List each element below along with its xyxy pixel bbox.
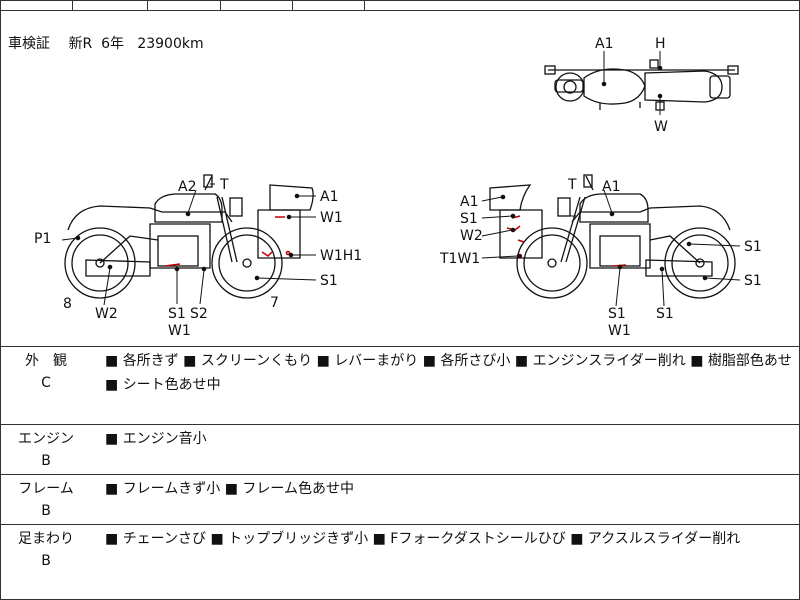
- section-frame-items: ■ フレームきず小 ■ フレーム色あせ中: [105, 477, 792, 501]
- left-label-a2: A2: [178, 179, 196, 195]
- list-item: スクリーンくもり: [200, 353, 313, 369]
- bullet: ■: [183, 353, 197, 369]
- right-label-t1w1: T1W1: [439, 251, 480, 267]
- bullet: ■: [690, 353, 704, 369]
- header-cell: [292, 0, 365, 10]
- section-exterior-grade: C: [41, 375, 51, 391]
- right-label-a1: A1: [460, 194, 478, 210]
- section-suspension-items: ■ チェーンさび ■ トップブリッジきず小 ■ Fフォークダストシールひび ■ …: [105, 527, 792, 551]
- list-item: エンジンスライダー削れ: [532, 353, 686, 369]
- bullet: ■: [105, 377, 119, 393]
- left-damage-marks: [164, 216, 291, 267]
- left-label-s1-bottom: S1: [168, 306, 186, 322]
- section-suspension-name: 足まわり: [18, 531, 74, 547]
- list-item: 樹脂部色あせ: [707, 353, 792, 369]
- top-view-motorcycle: [544, 59, 739, 111]
- section-engine: エンジン B ■ エンジン音小: [0, 424, 800, 475]
- right-label-s1: S1: [460, 211, 478, 227]
- bullet: ■: [105, 353, 119, 369]
- list-item: トップブリッジきず小: [228, 531, 369, 547]
- header-cell: [147, 0, 221, 10]
- right-label-s1-rear-upper: S1: [744, 239, 762, 255]
- left-label-8: 8: [63, 296, 72, 312]
- section-frame: フレーム B ■ フレームきず小 ■ フレーム色あせ中: [0, 474, 800, 525]
- left-label-w1: W1: [320, 210, 343, 226]
- left-label-p1: P1: [34, 231, 51, 247]
- right-side-leaders: [481, 189, 741, 307]
- right-label-w1-bottom: W1: [608, 323, 631, 339]
- bullet: ■: [105, 531, 119, 547]
- list-item: Fフォークダストシールひび: [390, 531, 566, 547]
- bullet: ■: [224, 481, 238, 497]
- section-exterior-name: 外 観: [25, 353, 67, 369]
- list-item: フレームきず小: [122, 481, 221, 497]
- left-side-motorcycle: [64, 174, 314, 299]
- list-item: シート色あせ中: [122, 377, 221, 393]
- top-label-h: H: [655, 36, 666, 52]
- list-item: エンジン音小: [122, 431, 207, 447]
- left-label-7: 7: [270, 295, 279, 311]
- list-item: フレーム色あせ中: [242, 481, 355, 497]
- right-label-s1-bottom: S1: [608, 306, 626, 322]
- left-label-w1h1: W1H1: [320, 248, 362, 264]
- motorcycle-diagrams-svg: A1 H W: [34, 36, 762, 339]
- list-item: 各所きず: [122, 353, 179, 369]
- bullet: ■: [105, 481, 119, 497]
- section-engine-grade: B: [41, 453, 51, 469]
- list-item: レバーまがり: [334, 353, 419, 369]
- left-label-w1-bottom: W1: [168, 323, 191, 339]
- left-label-w2: W2: [95, 306, 118, 322]
- header-cell: [220, 0, 293, 10]
- damage-diagram: A1 H W: [0, 10, 800, 346]
- bullet: ■: [316, 353, 330, 369]
- bullet: ■: [570, 531, 584, 547]
- left-label-a1: A1: [320, 189, 338, 205]
- registration-info: 車検証 新R 6年 23900km: [8, 36, 204, 52]
- header-cell: [72, 0, 148, 10]
- left-label-t: T: [219, 177, 229, 193]
- section-exterior-items: ■ 各所きず ■ スクリーンくもり ■ レバーまがり ■ 各所さび小 ■ エンジ…: [105, 349, 792, 397]
- list-item: 各所さび小: [440, 353, 511, 369]
- bullet: ■: [210, 531, 224, 547]
- bullet: ■: [514, 353, 529, 369]
- top-label-w: W: [654, 119, 668, 135]
- bullet: ■: [105, 431, 119, 447]
- top-view-leaders: [601, 51, 663, 115]
- list-item: チェーンさび: [122, 531, 206, 547]
- bullet: ■: [422, 353, 436, 369]
- header-cell: [364, 0, 800, 10]
- left-side-leaders: [61, 183, 317, 306]
- right-label-w2: W2: [460, 228, 483, 244]
- top-label-a1: A1: [595, 36, 613, 52]
- right-label-s1-rear-lower: S1: [744, 273, 762, 289]
- section-frame-grade: B: [41, 503, 51, 519]
- section-exterior: 外 観 C ■ 各所きず ■ スクリーンくもり ■ レバーまがり ■ 各所さび小…: [0, 346, 800, 425]
- section-frame-name: フレーム: [18, 481, 74, 497]
- section-engine-name: エンジン: [18, 431, 74, 447]
- section-engine-items: ■ エンジン音小: [105, 427, 792, 451]
- list-item: アクスルスライダー削れ: [587, 531, 741, 547]
- left-label-s1: S1: [320, 273, 338, 289]
- right-label-s1-exhaust: S1: [656, 306, 674, 322]
- section-suspension-grade: B: [41, 553, 51, 569]
- right-label-t: T: [567, 177, 577, 193]
- right-side-motorcycle: [489, 174, 736, 299]
- right-label-a1-top: A1: [602, 179, 620, 195]
- left-label-s2: S2: [190, 306, 208, 322]
- bullet: ■: [372, 531, 386, 547]
- section-suspension: 足まわり B ■ チェーンさび ■ トップブリッジきず小 ■ Fフォークダストシ…: [0, 524, 800, 600]
- top-header-strip: [0, 0, 800, 11]
